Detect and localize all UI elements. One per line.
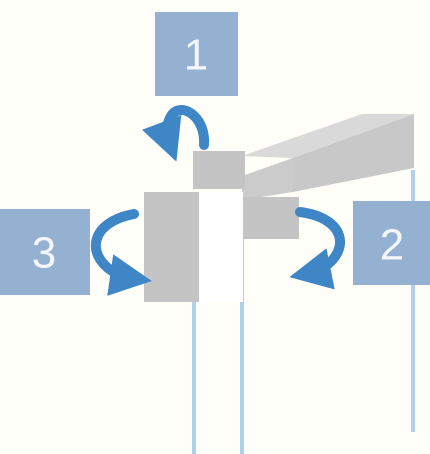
axis-label-2: 2 <box>353 201 430 285</box>
axis-label-1: 1 <box>155 12 238 96</box>
beam-front-face <box>242 158 293 200</box>
label-2-text: 2 <box>380 221 404 270</box>
label-box-2 <box>353 201 430 285</box>
beam-side-face <box>293 114 414 192</box>
rotation-arrow-2 <box>289 207 345 290</box>
label-box-3 <box>0 209 90 295</box>
label-3-text: 3 <box>32 229 56 278</box>
label-box-1 <box>155 12 238 96</box>
rotation-arrows <box>91 105 345 296</box>
joint-block-top <box>193 151 245 189</box>
joint-blocks <box>144 151 299 302</box>
label-1-text: 1 <box>184 31 208 80</box>
rotation-arrow-1 <box>141 105 210 162</box>
joint-block-left <box>144 192 199 302</box>
beam-top-face <box>242 114 414 158</box>
rotation-arrow-3 <box>91 209 152 296</box>
joint-gap <box>199 192 243 302</box>
axis-label-3: 3 <box>0 209 90 295</box>
joint-block-right <box>243 197 299 239</box>
horizontal-beam <box>242 114 414 200</box>
